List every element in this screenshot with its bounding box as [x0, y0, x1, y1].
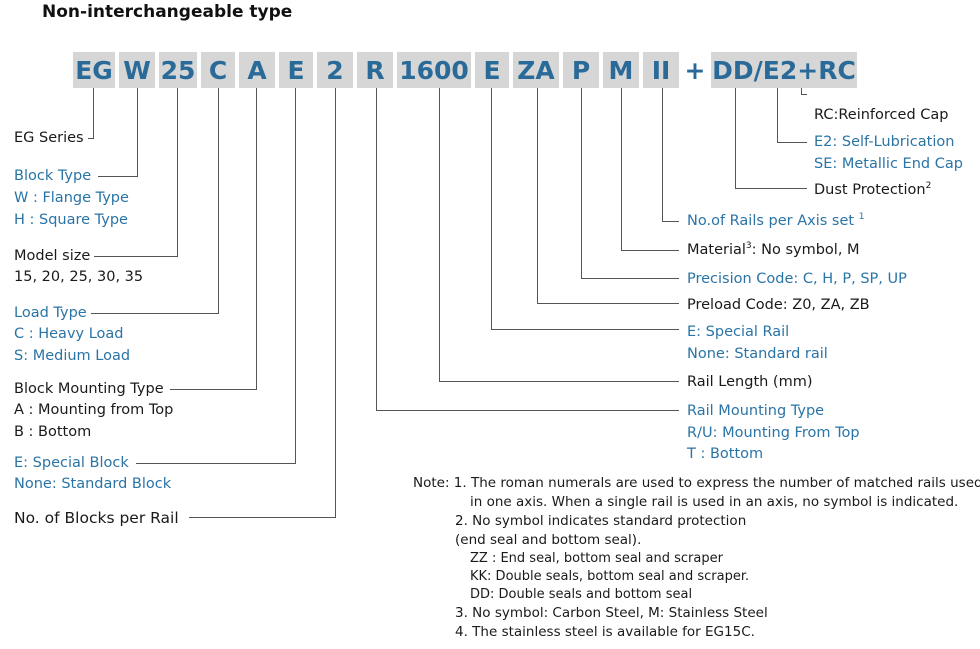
footnote-3: 3 — [745, 241, 752, 252]
code-2: 2 — [317, 52, 353, 88]
label-dust-protection: Dust Protection2 — [814, 179, 931, 201]
connector-r-h — [376, 410, 679, 411]
connector-c-h — [91, 313, 219, 314]
code-za: ZA — [513, 52, 559, 88]
label-model-size-values: 15, 20, 25, 30, 35 — [14, 269, 144, 285]
code-dd-e2-rc: DD/E2+RC — [711, 52, 857, 88]
connector-ii — [662, 88, 663, 221]
connector-za — [537, 88, 538, 303]
connector-1600 — [439, 88, 440, 381]
connector-dd — [735, 88, 736, 188]
connector-w — [137, 88, 138, 176]
label-material-values: : No symbol, M — [751, 242, 860, 258]
note-2e: DD: Double seals and bottom seal — [470, 587, 693, 602]
label-eg-series: EG Series — [14, 130, 84, 146]
label-preload-code: Preload Code: Z0, ZA, ZB — [687, 297, 870, 313]
note-2a: 2. No symbol indicates standard protecti… — [455, 513, 747, 529]
label-block-mounting: Block Mounting Type — [14, 381, 164, 397]
code-25: 25 — [159, 52, 197, 88]
connector-e2-h — [777, 142, 807, 143]
label-precision-code: Precision Code: C, H, P, SP, UP — [687, 271, 907, 287]
connector-r — [376, 88, 377, 410]
label-rc: RC:Reinforced Cap — [814, 107, 949, 123]
code-e-rail: E — [475, 52, 509, 88]
connector-25-h — [94, 256, 178, 257]
label-material-text: Material — [687, 242, 746, 258]
connector-e-block-h — [136, 463, 296, 464]
footnote-1: 1 — [858, 212, 865, 223]
note-1b: in one axis. When a single rail is used … — [470, 494, 959, 510]
connector-1600-h — [439, 381, 679, 382]
note-4: 4. The stainless steel is available for … — [455, 624, 755, 640]
connector-rc — [801, 88, 802, 94]
label-special-rail: E: Special Rail — [687, 324, 790, 340]
label-rails-per-axis: No.of Rails per Axis set 1 — [687, 210, 864, 232]
label-block-type: Block Type — [14, 168, 92, 184]
label-standard-block: None: Standard Block — [14, 476, 172, 492]
code-a: A — [239, 52, 275, 88]
label-block-type-h: H : Square Type — [14, 212, 128, 228]
note-2b: (end seal and bottom seal). — [455, 532, 642, 548]
label-load-type: Load Type — [14, 305, 87, 321]
label-load-type-c: C : Heavy Load — [14, 326, 124, 342]
code-m: M — [603, 52, 639, 88]
connector-eg-h — [88, 138, 94, 139]
label-rail-mounting: Rail Mounting Type — [687, 403, 825, 419]
label-rail-mounting-t: T : Bottom — [687, 446, 764, 462]
label-block-mounting-a: A : Mounting from Top — [14, 402, 174, 418]
label-e2: E2: Self-Lubrication — [814, 134, 955, 150]
label-dust-protection-text: Dust Protection — [814, 182, 926, 198]
connector-e-rail-h — [491, 329, 679, 330]
connector-e-block — [295, 88, 296, 463]
label-rail-length: Rail Length (mm) — [687, 374, 813, 390]
note-1a: Note: 1. The roman numerals are used to … — [413, 475, 980, 491]
connector-ii-h — [662, 221, 679, 222]
label-material: Material3: No symbol, M — [687, 239, 860, 261]
note-2d: KK: Double seals, bottom seal and scrape… — [470, 569, 750, 584]
page-title: Non-interchangeable type — [42, 2, 293, 22]
connector-2 — [335, 88, 336, 517]
code-c: C — [201, 52, 235, 88]
code-w: W — [119, 52, 155, 88]
connector-2-h — [189, 517, 336, 518]
connector-a — [256, 88, 257, 389]
connector-w-h — [98, 176, 138, 177]
label-block-type-w: W : Flange Type — [14, 190, 129, 206]
label-blocks-per-rail: No. of Blocks per Rail — [14, 509, 179, 527]
footnote-2: 2 — [925, 181, 932, 192]
label-block-mounting-b: B : Bottom — [14, 424, 92, 440]
note-3: 3. No symbol: Carbon Steel, M: Stainless… — [455, 605, 768, 621]
label-model-size: Model size — [14, 248, 91, 264]
label-special-block: E: Special Block — [14, 455, 129, 471]
code-ii: II — [643, 52, 679, 88]
label-rail-mounting-ru: R/U: Mounting From Top — [687, 425, 860, 441]
connector-m — [621, 88, 622, 250]
connector-p-h — [581, 278, 679, 279]
connector-25 — [177, 88, 178, 256]
connector-e2 — [777, 88, 778, 142]
note-2c: ZZ : End seal, bottom seal and scraper — [470, 551, 723, 566]
code-1600: 1600 — [397, 52, 471, 88]
label-load-type-s: S: Medium Load — [14, 348, 131, 364]
code-plus: + — [684, 55, 706, 85]
code-eg: EG — [73, 52, 115, 88]
connector-c — [218, 88, 219, 313]
connector-m-h — [621, 250, 679, 251]
connector-e-rail — [491, 88, 492, 329]
code-p: P — [563, 52, 599, 88]
connector-rc-h — [801, 94, 807, 95]
connector-p — [581, 88, 582, 278]
label-rails-per-axis-text: No.of Rails per Axis set — [687, 213, 855, 229]
connector-eg — [93, 88, 94, 138]
code-e-block: E — [279, 52, 313, 88]
connector-a-h — [170, 389, 257, 390]
label-standard-rail: None: Standard rail — [687, 346, 828, 362]
label-se: SE: Metallic End Cap — [814, 156, 963, 172]
code-r: R — [357, 52, 393, 88]
connector-za-h — [537, 303, 679, 304]
connector-dd-h — [735, 188, 807, 189]
